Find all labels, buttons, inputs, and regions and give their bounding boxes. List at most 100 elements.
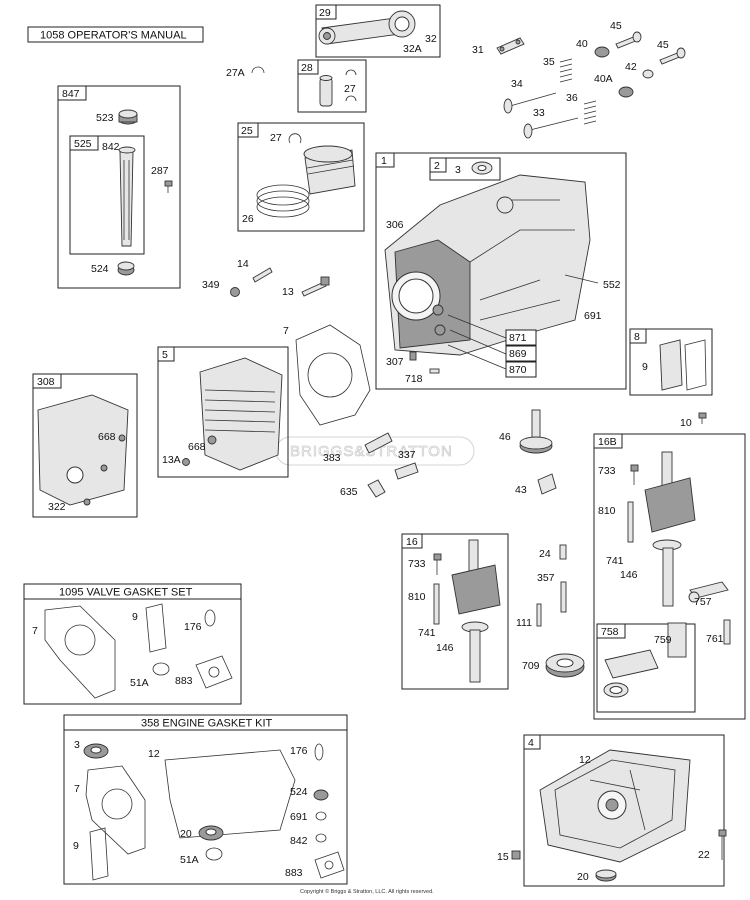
group-4[interactable]: 4 12 15 22 20 bbox=[497, 734, 727, 887]
kit-engine-gasket[interactable]: 358 ENGINE GASKET KIT 3 12 176 7 524 691… bbox=[63, 714, 348, 885]
group-525-label: 525 bbox=[74, 138, 92, 150]
eg-part-9: 9 bbox=[73, 840, 79, 852]
kit-part-883: 883 bbox=[175, 675, 193, 687]
part-40: 40 bbox=[576, 38, 588, 50]
part-45: 45 bbox=[610, 20, 622, 32]
part-733b: 733 bbox=[408, 558, 426, 570]
group-308-label: 308 bbox=[37, 376, 55, 388]
part-46: 46 bbox=[499, 431, 511, 443]
group-1-label: 1 bbox=[381, 155, 387, 167]
group-28[interactable]: 28 27 bbox=[297, 59, 367, 113]
eg-part-12: 12 bbox=[148, 748, 160, 760]
part-146b: 146 bbox=[436, 642, 454, 654]
eg-part-842: 842 bbox=[290, 835, 308, 847]
eg-part-691: 691 bbox=[290, 811, 308, 823]
eg-part-3: 3 bbox=[74, 739, 80, 751]
cover-part-22: 22 bbox=[698, 849, 710, 861]
group-29[interactable]: 29 32 32A bbox=[315, 4, 441, 58]
part-10: 10 bbox=[680, 417, 692, 429]
part-35: 35 bbox=[543, 56, 555, 68]
part-741b: 741 bbox=[418, 627, 436, 639]
part-552: 552 bbox=[603, 279, 621, 291]
part-45b: 45 bbox=[657, 39, 669, 51]
part-668: 668 bbox=[188, 441, 206, 453]
eg-part-20: 20 bbox=[180, 828, 192, 840]
kit-part-7: 7 bbox=[32, 625, 38, 637]
part-691: 691 bbox=[584, 310, 602, 322]
group-758-label: 758 bbox=[601, 626, 619, 638]
kit-part-51a: 51A bbox=[130, 677, 149, 689]
kit-engine-gasket-title: 358 ENGINE GASKET KIT bbox=[141, 718, 273, 730]
part-34: 34 bbox=[511, 78, 523, 90]
part-524: 524 bbox=[91, 263, 109, 275]
part-3: 3 bbox=[455, 164, 461, 176]
spark-plug-parts[interactable]: 383 337 635 bbox=[323, 432, 419, 498]
group-847[interactable]: 847 525 523 842 287 524 bbox=[57, 85, 181, 289]
eg-part-176: 176 bbox=[290, 745, 308, 757]
part-32: 32 bbox=[425, 33, 437, 45]
part-322: 322 bbox=[48, 501, 66, 513]
part-33: 33 bbox=[533, 107, 545, 119]
part-718: 718 bbox=[405, 373, 423, 385]
cover-part-15: 15 bbox=[497, 851, 509, 863]
part-9: 9 bbox=[642, 361, 648, 373]
head-gasket[interactable]: 7 bbox=[283, 324, 371, 426]
kit-valve-gasket-set[interactable]: 1095 VALVE GASKET SET 7 9 176 51A 883 bbox=[23, 583, 242, 705]
group-16b[interactable]: 16B 733 810 741 146 757 758 759 761 bbox=[593, 433, 746, 720]
part-26: 26 bbox=[242, 213, 254, 225]
group-8[interactable]: 8 9 bbox=[629, 328, 713, 396]
part-383: 383 bbox=[323, 452, 341, 464]
eg-part-7: 7 bbox=[74, 783, 80, 795]
eg-part-883: 883 bbox=[285, 867, 303, 879]
kit-valve-gasket-title: 1095 VALVE GASKET SET bbox=[59, 587, 193, 599]
part-36: 36 bbox=[566, 92, 578, 104]
group-4-label: 4 bbox=[528, 737, 534, 749]
part-757: 757 bbox=[694, 596, 712, 608]
group-16b-label: 16B bbox=[598, 436, 617, 448]
part-24: 24 bbox=[539, 548, 551, 560]
group-25[interactable]: 25 27 26 bbox=[237, 122, 365, 232]
head-bolts[interactable]: 14 349 13 bbox=[202, 258, 330, 298]
part-27a-clip[interactable]: 27A bbox=[226, 66, 265, 79]
part-733: 733 bbox=[598, 465, 616, 477]
group-308[interactable]: 308 668 322 bbox=[32, 373, 138, 518]
group-16[interactable]: 16 733 810 741 146 bbox=[401, 533, 509, 690]
group-1[interactable]: 1 2 3 306 552 691 871 869 870 307 718 bbox=[375, 152, 627, 390]
manual-label: 1058 OPERATOR'S MANUAL bbox=[40, 30, 187, 42]
part-869: 869 bbox=[509, 348, 527, 360]
part-709: 709 bbox=[522, 660, 540, 672]
copyright-notice: Copyright © Briggs & Stratton, LLC. All … bbox=[300, 889, 434, 895]
misc-parts[interactable]: 24 357 111 709 bbox=[516, 544, 585, 678]
group-2-label: 2 bbox=[434, 160, 440, 172]
part-810: 810 bbox=[598, 505, 616, 517]
group-5[interactable]: 5 668 13A bbox=[157, 346, 289, 478]
group-8-label: 8 bbox=[634, 331, 640, 343]
part-668b: 668 bbox=[98, 431, 116, 443]
part-761: 761 bbox=[706, 633, 724, 645]
eg-part-524: 524 bbox=[290, 786, 308, 798]
part-741: 741 bbox=[606, 555, 624, 567]
part-357: 357 bbox=[537, 572, 555, 584]
part-870: 870 bbox=[509, 364, 527, 376]
part-27: 27 bbox=[344, 83, 356, 95]
valve-train-parts[interactable]: 31 35 40 45 45 34 42 40A 36 33 bbox=[472, 20, 686, 139]
part-146: 146 bbox=[620, 569, 638, 581]
group-5-label: 5 bbox=[162, 349, 168, 361]
part-27b: 27 bbox=[270, 132, 282, 144]
cover-part-20: 20 bbox=[577, 871, 589, 883]
manual-label-box[interactable]: 1058 OPERATOR'S MANUAL bbox=[27, 26, 204, 43]
kit-part-9: 9 bbox=[132, 611, 138, 623]
part-111: 111 bbox=[516, 617, 532, 629]
part-337: 337 bbox=[398, 449, 416, 461]
governor-parts[interactable]: 10 46 43 bbox=[499, 409, 707, 496]
part-349: 349 bbox=[202, 279, 220, 291]
part-287: 287 bbox=[151, 165, 169, 177]
part-810b: 810 bbox=[408, 591, 426, 603]
part-635: 635 bbox=[340, 486, 358, 498]
part-31: 31 bbox=[472, 44, 484, 56]
part-13: 13 bbox=[282, 286, 294, 298]
group-847-label: 847 bbox=[62, 88, 80, 100]
part-43: 43 bbox=[515, 484, 527, 496]
kit-part-176: 176 bbox=[184, 621, 202, 633]
